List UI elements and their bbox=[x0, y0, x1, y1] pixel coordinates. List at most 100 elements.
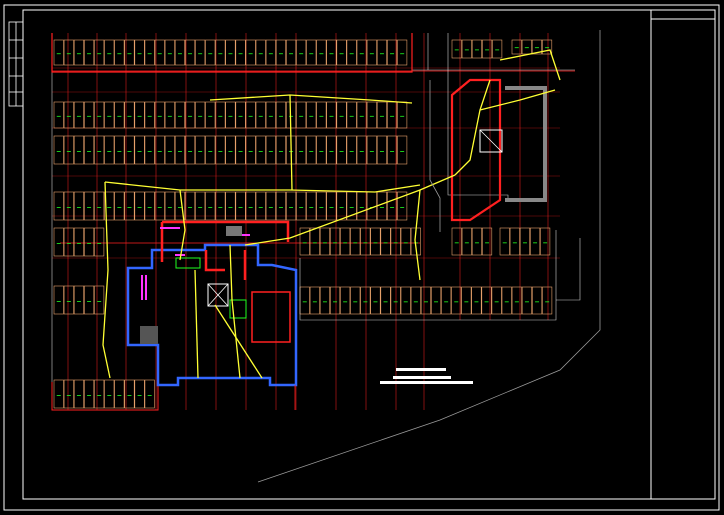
parking-bay bbox=[154, 39, 165, 66]
parking-bay bbox=[451, 286, 462, 315]
cable-route-6 bbox=[179, 189, 186, 261]
parking-bay bbox=[316, 135, 327, 165]
parking-bay bbox=[73, 39, 84, 66]
parking-bay bbox=[144, 39, 155, 66]
parking-bay bbox=[255, 135, 266, 165]
parking-bay bbox=[215, 191, 226, 221]
parking-bay bbox=[265, 101, 276, 129]
parking-bay bbox=[164, 101, 175, 129]
parking-bay bbox=[542, 286, 553, 315]
parking-bay bbox=[195, 135, 206, 165]
parking-bay bbox=[53, 101, 64, 129]
parking-bay bbox=[94, 101, 105, 129]
parking-bay bbox=[316, 101, 327, 129]
core-stair-diagonal-2 bbox=[207, 283, 229, 307]
parking-bay bbox=[540, 227, 551, 256]
parking-bay bbox=[84, 191, 95, 221]
parking-bay bbox=[299, 227, 310, 256]
parking-bay bbox=[397, 39, 408, 66]
parking-bay bbox=[296, 191, 307, 221]
parking-bay bbox=[63, 191, 74, 221]
cable-route-11 bbox=[499, 49, 561, 81]
parking-bay bbox=[285, 39, 297, 66]
parking-bay bbox=[185, 39, 196, 66]
parking-bay bbox=[124, 191, 135, 221]
parking-bay bbox=[94, 191, 105, 221]
parking-bay bbox=[346, 101, 357, 129]
parking-bay bbox=[366, 135, 377, 165]
ne-grey-wall bbox=[505, 86, 547, 202]
parking-bay bbox=[185, 191, 196, 221]
parking-bay bbox=[329, 286, 341, 315]
parking-bay bbox=[420, 286, 432, 315]
parking-bay bbox=[306, 39, 317, 66]
parking-bay bbox=[386, 135, 398, 165]
parking-bay bbox=[174, 135, 185, 165]
parking-bay bbox=[114, 39, 125, 66]
core-inner-walls bbox=[160, 220, 290, 280]
parking-bay bbox=[84, 227, 95, 257]
parking-bay bbox=[356, 135, 367, 165]
parking-bay bbox=[370, 286, 381, 315]
parking-bay bbox=[215, 39, 226, 66]
parking-bay bbox=[174, 101, 185, 129]
parking-bay bbox=[94, 379, 105, 409]
parking-bay bbox=[481, 286, 492, 315]
core-outline bbox=[126, 243, 298, 387]
parking-bay bbox=[154, 101, 165, 129]
bay-marker-layer bbox=[56, 47, 550, 396]
parking-bay bbox=[316, 191, 327, 221]
parking-bay bbox=[400, 286, 411, 315]
parking-bay bbox=[481, 227, 493, 256]
cable-route-8 bbox=[194, 269, 199, 379]
parking-bay bbox=[53, 379, 64, 409]
parking-bay bbox=[195, 191, 206, 221]
parking-bay bbox=[235, 101, 246, 129]
parking-bay-layer bbox=[53, 39, 553, 409]
parking-bay bbox=[380, 286, 391, 315]
parking-bay bbox=[124, 379, 135, 409]
ne-core-stair bbox=[479, 129, 503, 153]
parking-bay bbox=[84, 135, 95, 165]
parking-bay bbox=[350, 227, 361, 256]
parking-bay bbox=[376, 101, 388, 129]
parking-bay bbox=[366, 101, 377, 129]
south-wall-red bbox=[51, 382, 159, 411]
outer-border bbox=[3, 4, 720, 511]
site-boundary-line bbox=[257, 30, 601, 483]
parking-bay bbox=[350, 286, 361, 315]
parking-bay bbox=[511, 39, 522, 55]
parking-bay bbox=[340, 286, 351, 315]
parking-bay bbox=[336, 39, 347, 66]
parking-bay bbox=[309, 227, 320, 256]
parking-bay bbox=[316, 39, 327, 66]
parking-bay bbox=[275, 135, 287, 165]
parking-bay bbox=[73, 379, 84, 409]
parking-bay bbox=[306, 101, 317, 129]
parking-bay bbox=[451, 227, 462, 256]
parking-bay bbox=[326, 191, 337, 221]
parking-bay bbox=[245, 101, 256, 129]
cable-route-4 bbox=[244, 174, 456, 246]
core-room-east bbox=[251, 291, 291, 343]
parking-bay bbox=[235, 39, 246, 66]
drawing-frame bbox=[3, 4, 720, 511]
parking-bay bbox=[104, 101, 115, 129]
site-boundary-layer bbox=[257, 30, 601, 483]
parking-bay bbox=[336, 101, 347, 129]
parking-bay bbox=[154, 135, 165, 165]
parking-bay bbox=[541, 39, 553, 55]
parking-bay bbox=[509, 227, 520, 256]
parking-bay bbox=[356, 39, 367, 66]
parking-bay bbox=[164, 191, 175, 221]
cable-route-10 bbox=[454, 79, 491, 176]
parking-bay bbox=[319, 286, 331, 315]
parking-bay bbox=[471, 227, 483, 256]
parking-bay bbox=[144, 101, 155, 129]
parking-bay bbox=[386, 191, 398, 221]
parking-bay bbox=[225, 39, 236, 66]
parking-bay bbox=[245, 191, 256, 221]
parking-bay bbox=[225, 135, 236, 165]
parking-bay bbox=[164, 39, 175, 66]
